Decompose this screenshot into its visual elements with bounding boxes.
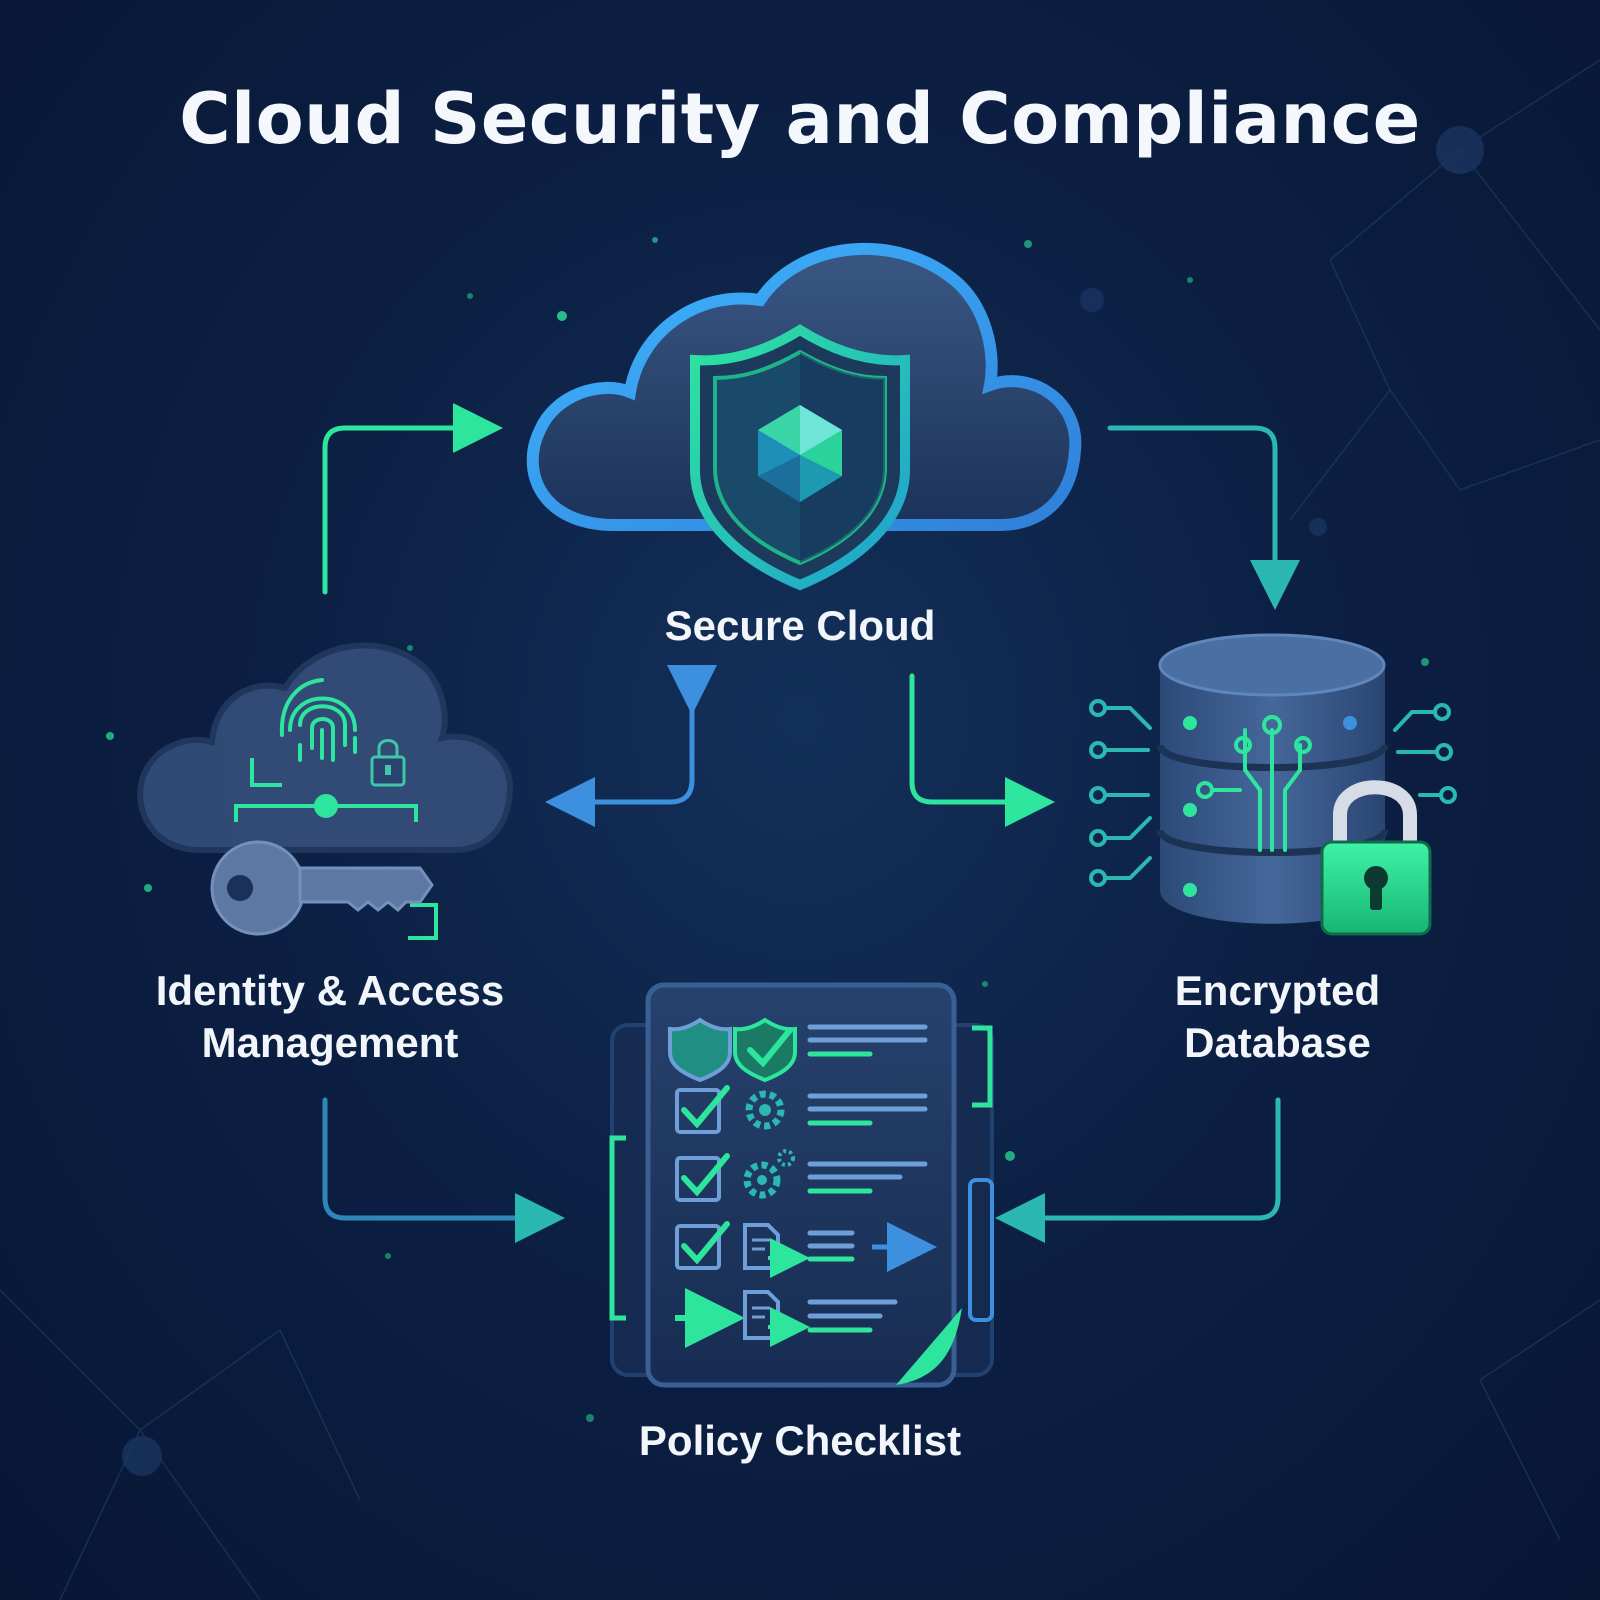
arrow-iam-to-cloud [322, 403, 503, 595]
crystal-gem-icon [758, 405, 842, 502]
document-export-icon [743, 1290, 810, 1347]
iam-label-line2: Management [201, 1019, 459, 1066]
secure-cloud-label-text: Secure Cloud [664, 602, 936, 649]
policy-node[interactable] [609, 982, 994, 1388]
database-label-line2: Database [1184, 1019, 1371, 1066]
policy-label-text: Policy Checklist [638, 1417, 962, 1464]
padlock-icon [1320, 780, 1432, 936]
secure-cloud-label: Secure Cloud [600, 600, 1000, 652]
circuit-traces [1196, 715, 1312, 852]
circuit-right-traces [1393, 703, 1457, 804]
gear-icon [743, 1161, 781, 1199]
database-label: Encrypted Database [1100, 965, 1455, 1069]
checklist-row-5 [675, 1288, 898, 1348]
iam-node[interactable] [137, 642, 514, 940]
checklist-row-3 [675, 1149, 928, 1202]
background-bubbles [122, 126, 1484, 1476]
checklist-document [645, 982, 957, 1388]
database-node[interactable] [1089, 633, 1457, 936]
page-curl-icon [896, 1308, 962, 1385]
fingerprint-icon [279, 678, 357, 762]
arrow-cloud-to-database-lower [909, 673, 1055, 827]
checklist-row-4 [675, 1221, 937, 1278]
gear-icon [745, 1090, 785, 1130]
iam-label-line1: Identity & Access [155, 967, 505, 1014]
checklist-row-2 [675, 1085, 928, 1134]
secure-cloud-node[interactable] [526, 242, 1082, 591]
background-network [0, 59, 1600, 1600]
arrow-database-to-policy [995, 1097, 1281, 1243]
circuit-left-traces [1089, 699, 1152, 887]
checklist-row-1 [668, 1017, 928, 1083]
iam-lock-small-icon [370, 739, 406, 787]
database-label-line1: Encrypted [1174, 967, 1381, 1014]
gear-small-icon [777, 1149, 795, 1167]
arrow-iam-to-policy [322, 1097, 565, 1243]
access-bracket-lines [234, 758, 438, 940]
diagram-title: Cloud Security and Compliance [179, 78, 1421, 160]
iam-label: Identity & Access Management [120, 965, 540, 1069]
iam-cloud-icon [137, 642, 514, 853]
background-dots [106, 237, 1429, 1422]
arrow-cloud-to-database [1107, 425, 1300, 610]
arrow-cloud-to-iam [545, 665, 717, 827]
key-icon [210, 840, 434, 936]
policy-label: Policy Checklist [590, 1415, 1010, 1467]
connectors [322, 403, 1300, 1243]
document-export-icon [743, 1223, 810, 1278]
